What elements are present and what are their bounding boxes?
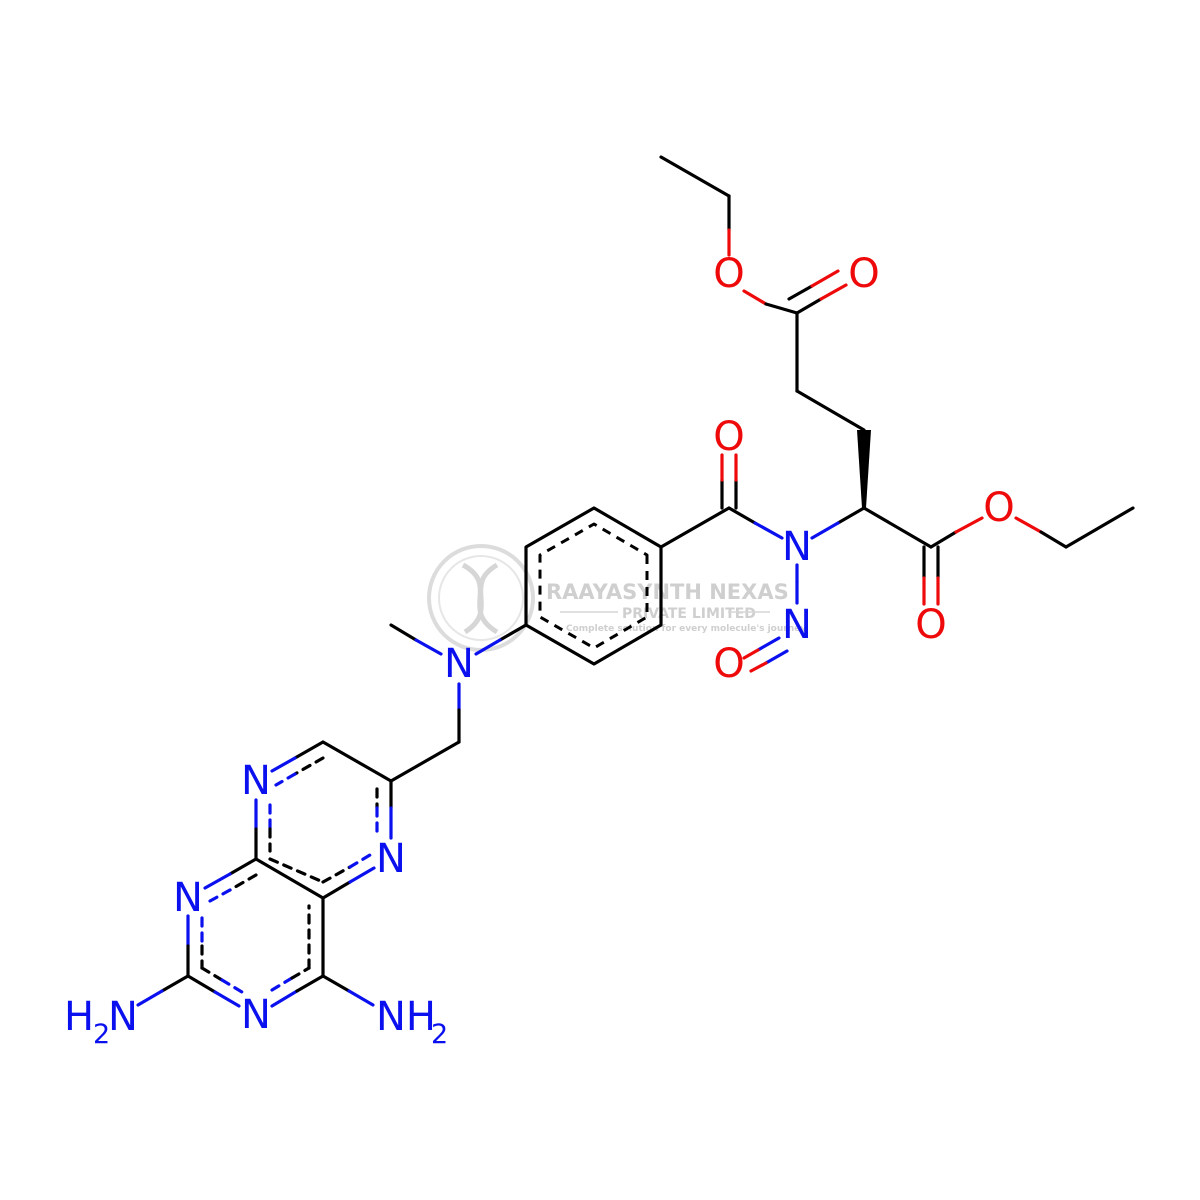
svg-text:2: 2 (431, 1019, 448, 1050)
atom-n3: N (241, 992, 271, 1038)
svg-text:2: 2 (93, 1019, 110, 1050)
amino-group-right: NH 2 (376, 994, 448, 1050)
atom-n-nitroso: N (782, 602, 812, 648)
atom-o-carbonyl-top: O (848, 251, 879, 297)
atom-n1: N (173, 875, 203, 921)
amino-group-left: H 2 N (64, 994, 138, 1050)
atom-n-amide: N (782, 524, 812, 570)
atom-o-amide: O (713, 414, 744, 460)
atom-o-ester-top: O (713, 251, 744, 297)
atom-n8: N (241, 758, 271, 804)
atom-o-carbonyl-bottom: O (915, 602, 946, 648)
bonds (136, 155, 1135, 1008)
svg-text:NH: NH (376, 994, 436, 1040)
watermark-company-name: RAAYASYNTH NEXAS (546, 580, 789, 604)
atom-labels: O O O O O O N N N N N N N H 2 N NH 2 (64, 251, 1015, 1050)
svg-text:H: H (64, 994, 94, 1040)
watermark: RAAYASYNTH NEXAS PRIVATE LIMITED Complet… (427, 544, 806, 652)
atom-o-ester-right: O (983, 485, 1014, 531)
watermark-company-suffix: PRIVATE LIMITED (622, 606, 756, 622)
svg-text:N: N (108, 994, 138, 1040)
watermark-tagline: Complete solution for every molecule's j… (566, 624, 806, 634)
atom-n-methyl: N (444, 641, 474, 687)
atom-n5: N (376, 836, 406, 882)
atom-o-nitroso: O (713, 641, 744, 687)
